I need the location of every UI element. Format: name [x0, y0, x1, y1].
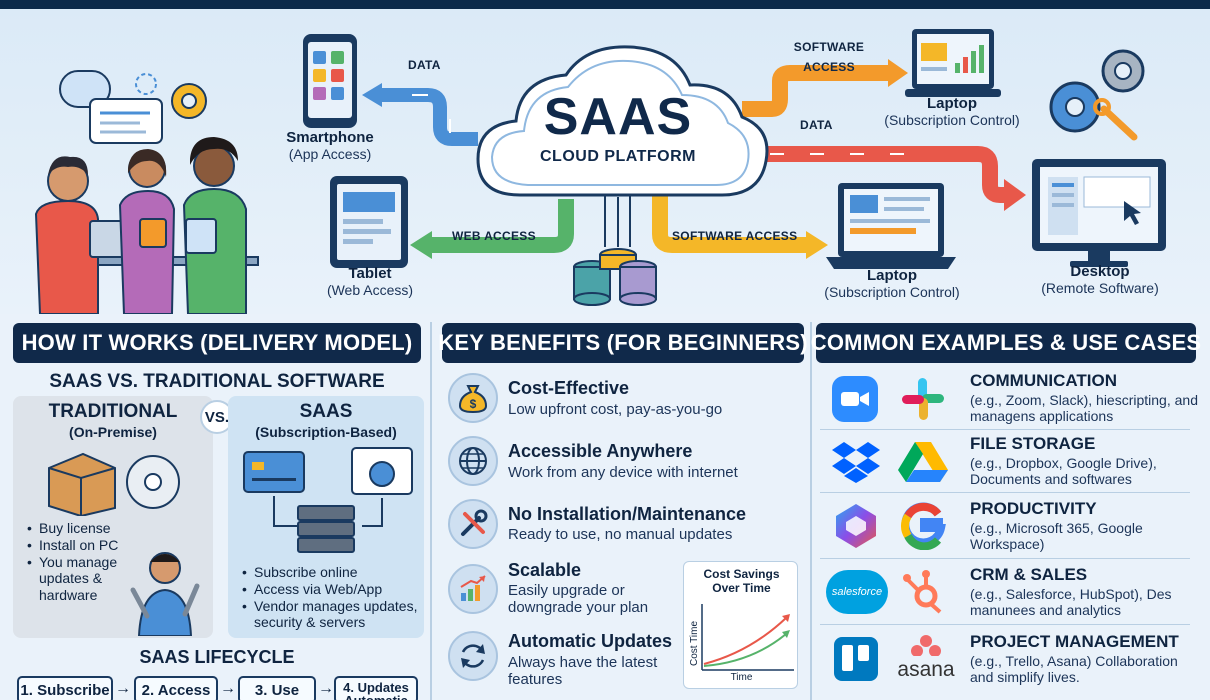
tablet-label: Tablet (Web Access) [326, 265, 414, 299]
example-desc-5: (e.g., Trello, Asana) Collaboration and … [970, 653, 1178, 686]
laptop-top-icon [905, 29, 1001, 97]
example-desc-2: (e.g., Dropbox, Google Drive), Documents… [970, 455, 1157, 488]
technician-icon [130, 552, 200, 636]
lifecycle-arrow-3: → [318, 680, 334, 697]
svg-text:$: $ [470, 397, 477, 411]
row-divider-3 [820, 558, 1190, 559]
salesforce-logo-icon: salesforce [826, 570, 888, 614]
data-left-label: DATA [408, 58, 441, 72]
asana-logo-text: asana [897, 658, 955, 681]
subscription-server-icon [243, 447, 413, 553]
chart-title: Cost Savings Over Time [703, 567, 780, 595]
divider-1 [430, 322, 432, 700]
benefit-title-2: Accessible Anywhere [508, 441, 693, 461]
tablet-icon [330, 176, 408, 268]
lifecycle-arrow-2: → [220, 680, 236, 697]
saas-bullets: Subscribe online Access via Web/App Vend… [242, 564, 424, 631]
row-divider-1 [820, 429, 1190, 430]
benefit-desc-4: Easily upgrade or downgrade your plan [508, 582, 649, 617]
divider-2 [810, 322, 812, 700]
chart-ylabel: Cost Time [689, 620, 701, 667]
google-drive-logo-icon [898, 440, 948, 489]
row-divider-4 [820, 624, 1190, 625]
hubspot-logo-icon [900, 566, 950, 621]
lifecycle-step-3: 3. Use [238, 676, 316, 700]
team-illustration [34, 70, 259, 314]
trello-logo-icon [834, 637, 878, 681]
examples-header: COMMON EXAMPLES & USE CASES [811, 323, 1201, 363]
traditional-subtitle: (On-Premise) [69, 424, 157, 440]
example-title-2: FILE STORAGE [970, 434, 1096, 453]
example-desc-3: (e.g., Microsoft 365, Google Workspace) [970, 520, 1143, 553]
chart-line-red [703, 617, 787, 665]
dropbox-logo-icon [832, 438, 882, 489]
benefit-title-5: Automatic Updates [508, 631, 673, 651]
laptop-bottom-icon [826, 183, 956, 269]
cost-savings-chart: Cost Savings Over Time Cost Time Time [683, 561, 798, 689]
example-title-3: PRODUCTIVITY [970, 499, 1097, 518]
hero-illustration [34, 29, 1166, 314]
benefit-desc-2: Work from any device with internet [508, 464, 738, 481]
desktop-icon [1032, 159, 1166, 267]
chart-line-green [703, 633, 787, 667]
globe-icon [448, 436, 498, 486]
cloud-icon [476, 45, 769, 197]
example-title-1: COMMUNICATION [970, 371, 1117, 390]
example-desc-4: (e.g., Salesforce, HubSpot), Des manunee… [970, 586, 1172, 619]
web-access-label: WEB ACCESS [452, 229, 536, 243]
growth-chart-icon [448, 564, 498, 614]
cloud-subtitle: CLOUD PLATFORM [539, 148, 696, 165]
cloud-title: SAAS [543, 88, 693, 146]
benefit-desc-5: Always have the latest features [508, 654, 658, 689]
data-right-label: DATA [800, 118, 833, 132]
traditional-bullets: Buy license Install on PC You manage upd… [27, 520, 137, 604]
hero-section: SAAS CLOUD PLATFORM DATA SOFTWARE ACCESS… [0, 9, 1210, 314]
software-access-top-label-2: ACCESS [803, 60, 855, 74]
zoom-logo-icon [832, 376, 878, 422]
database-icon [573, 248, 657, 306]
lifecycle-step-4: 4. Updates Automatic [334, 676, 418, 700]
chart-plot [701, 604, 794, 671]
money-bag-icon: $ [448, 373, 498, 423]
asana-logo-icon: asana [893, 634, 959, 684]
benefits-header: KEY BENEFITS (FOR BEGINNERS) [438, 323, 808, 363]
row-divider-2 [820, 492, 1190, 493]
saas-card-title: SAAS [299, 401, 353, 422]
laptop-top-label: Laptop (Subscription Control) [884, 95, 1020, 129]
lifecycle-arrow-1: → [115, 680, 131, 697]
lifecycle-step-2: 2. Access [134, 676, 218, 700]
refresh-icon [448, 631, 498, 681]
tools-icon [448, 499, 498, 549]
chart-xlabel: Time [730, 672, 753, 683]
laptop-bottom-label: Laptop (Subscription Control) [824, 267, 960, 301]
gears-icon [1049, 49, 1145, 141]
comparison-title: SAAS VS. TRADITIONAL SOFTWARE [49, 371, 385, 392]
software-access-top-label-1: SOFTWARE [793, 40, 865, 54]
lifecycle-step-1: 1. Subscribe [17, 676, 113, 700]
example-desc-1: (e.g., Zoom, Slack), hiescripting, and m… [970, 392, 1198, 425]
traditional-title: TRADITIONAL [48, 401, 178, 422]
benefit-desc-3: Ready to use, no manual updates [508, 526, 733, 543]
traditional-card: TRADITIONAL (On-Premise) Buy license Ins… [13, 396, 213, 638]
desktop-label: Desktop (Remote Software) [1041, 263, 1159, 297]
how-it-works-header: HOW IT WORKS (DELIVERY MODEL) [13, 323, 421, 363]
google-logo-icon [898, 502, 948, 555]
example-title-4: CRM & SALES [970, 565, 1088, 584]
lifecycle-title: SAAS LIFECYCLE [139, 647, 295, 667]
benefit-title-3: No Installation/Maintenance [508, 504, 747, 524]
benefit-desc-1: Low upfront cost, pay-as-you-go [508, 401, 723, 418]
benefit-title-1: Cost-Effective [508, 378, 630, 398]
microsoft-365-logo-icon [832, 502, 880, 555]
software-access-bottom-label: SOFTWARE ACCESS [672, 229, 798, 243]
smartphone-label: Smartphone (App Access) [286, 129, 374, 163]
box-and-disc-icon [48, 452, 180, 516]
example-title-5: PROJECT MANAGEMENT [970, 632, 1179, 651]
top-bar [0, 0, 1210, 9]
saas-card: SAAS (Subscription-Based) Subscribe onli… [228, 396, 424, 638]
smartphone-icon [303, 34, 357, 128]
slack-logo-icon [898, 374, 948, 429]
saas-card-subtitle: (Subscription-Based) [255, 424, 397, 440]
benefit-title-4: Scalable [508, 560, 582, 580]
